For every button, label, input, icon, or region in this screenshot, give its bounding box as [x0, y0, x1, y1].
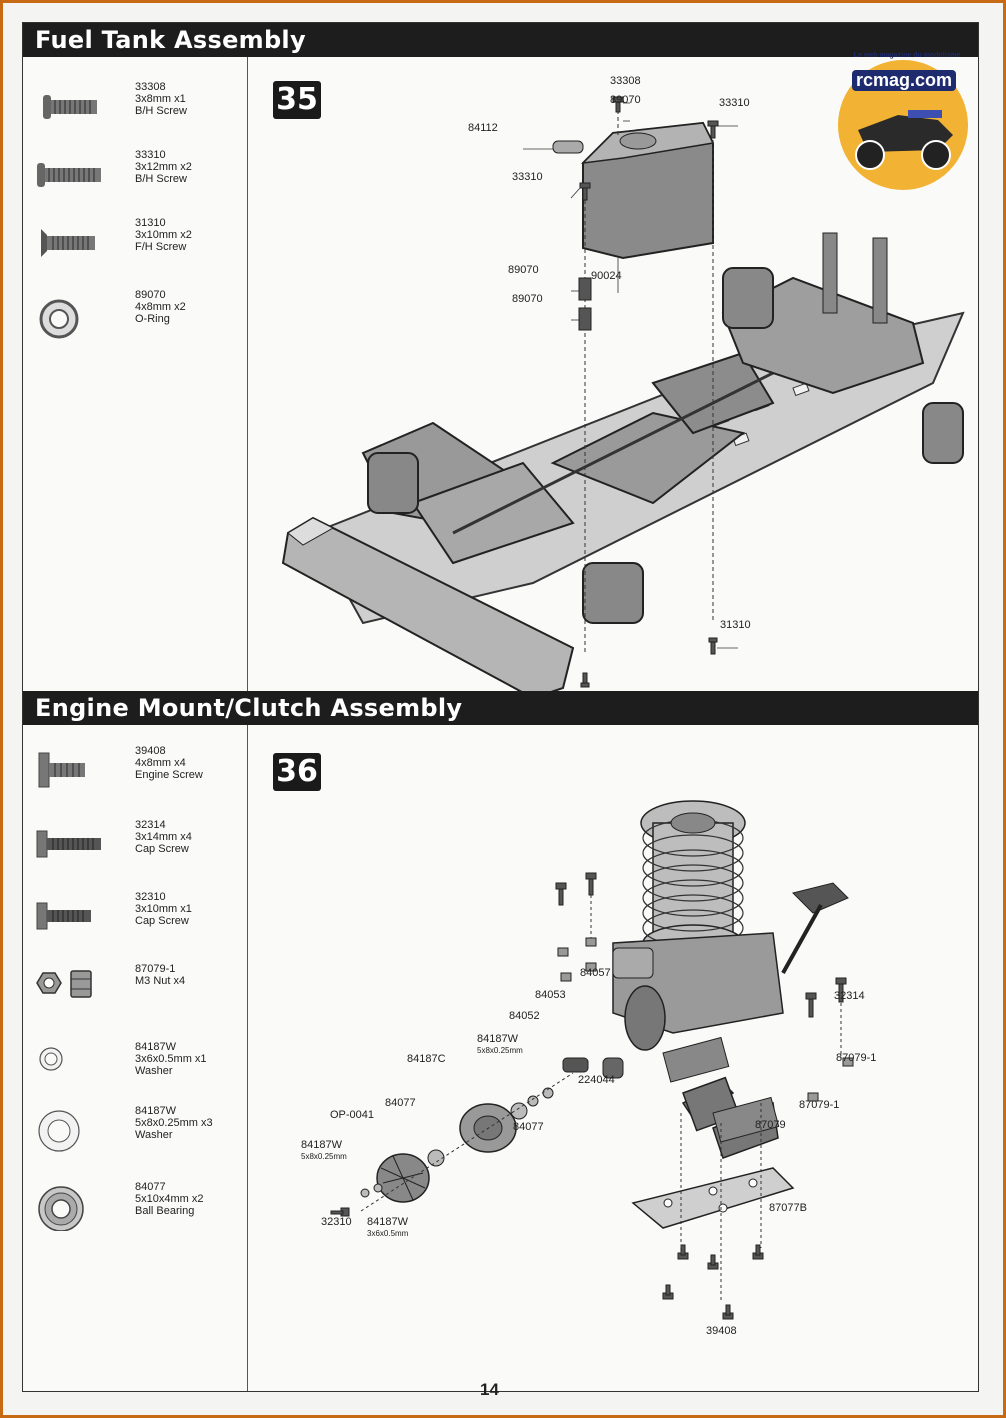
- callout-label: 84077: [513, 1121, 544, 1133]
- buggy-icon: [855, 110, 953, 170]
- callout-label: 89070: [610, 94, 641, 106]
- nut-icon: [36, 970, 92, 998]
- logo-brand: rcmag.com: [852, 70, 956, 91]
- callout-label: 84187C: [407, 1053, 446, 1065]
- button-head-screw-icon: [37, 163, 101, 187]
- callout-label: 3x6x0.5mm: [367, 1229, 409, 1238]
- callout-label: 84187W: [367, 1216, 408, 1228]
- washer-icon: [38, 1110, 80, 1152]
- callout-label: 33308: [610, 75, 641, 87]
- section-title: Fuel Tank Assembly: [35, 26, 306, 54]
- callout-label: 5x8x0.25mm: [301, 1152, 347, 1161]
- cap-screw-icon: [36, 902, 91, 930]
- page-number: 14: [480, 1380, 499, 1399]
- rcmag-logo: Le web magazine du modelisme rcmag.com: [838, 52, 978, 190]
- button-head-screw-icon: [43, 95, 97, 119]
- o-ring-icon: [39, 299, 79, 339]
- callout-label: 84187W: [477, 1033, 518, 1045]
- callout-label: 84052: [509, 1010, 540, 1022]
- engine-clutch-exploded-drawing: [330, 800, 854, 1320]
- callout-label: 84053: [535, 989, 566, 1001]
- step-number-badge: 36: [273, 753, 321, 791]
- section-banner-engine-mount: Engine Mount/Clutch Assembly: [23, 691, 978, 725]
- callout-label: 33310: [512, 171, 543, 183]
- engine-screw-icon: [38, 752, 85, 788]
- callout-label: 87079: [755, 1119, 786, 1131]
- callout-label: 31310: [720, 619, 751, 631]
- callout-label: OP-0041: [330, 1109, 375, 1121]
- step-number-badge: 35: [273, 81, 321, 119]
- callout-label: 33310: [719, 97, 750, 109]
- callout-label: 89070: [512, 293, 543, 305]
- callout-label: 84057: [580, 967, 611, 979]
- callout-label: 39408: [706, 1325, 737, 1337]
- callout-label: 90024: [591, 270, 622, 282]
- callout-label: 87077B: [769, 1202, 807, 1214]
- ball-bearing-icon: [38, 1186, 84, 1231]
- flat-head-screw-icon: [41, 229, 95, 257]
- callout-label: 32314: [834, 990, 865, 1002]
- chassis-fuel-tank-drawing: [281, 96, 965, 693]
- callout-label: 224044: [578, 1074, 615, 1086]
- cap-screw-icon: [36, 830, 101, 858]
- washer-icon: [39, 1047, 63, 1071]
- callout-label: 5x8x0.25mm: [477, 1046, 523, 1055]
- callout-label: 87079-1: [836, 1052, 877, 1064]
- callout-label: 89070: [508, 264, 539, 276]
- section-banner-fuel-tank: Fuel Tank Assembly: [23, 23, 978, 57]
- callout-label: 32310: [321, 1216, 352, 1228]
- section-title: Engine Mount/Clutch Assembly: [35, 694, 463, 722]
- callout-label: 84077: [385, 1097, 416, 1109]
- logo-tagline: Le web magazine du modelisme: [853, 52, 961, 59]
- callout-label: 84112: [468, 122, 498, 134]
- callout-label: 84187W: [301, 1139, 342, 1151]
- callout-label: 87079-1: [799, 1099, 840, 1111]
